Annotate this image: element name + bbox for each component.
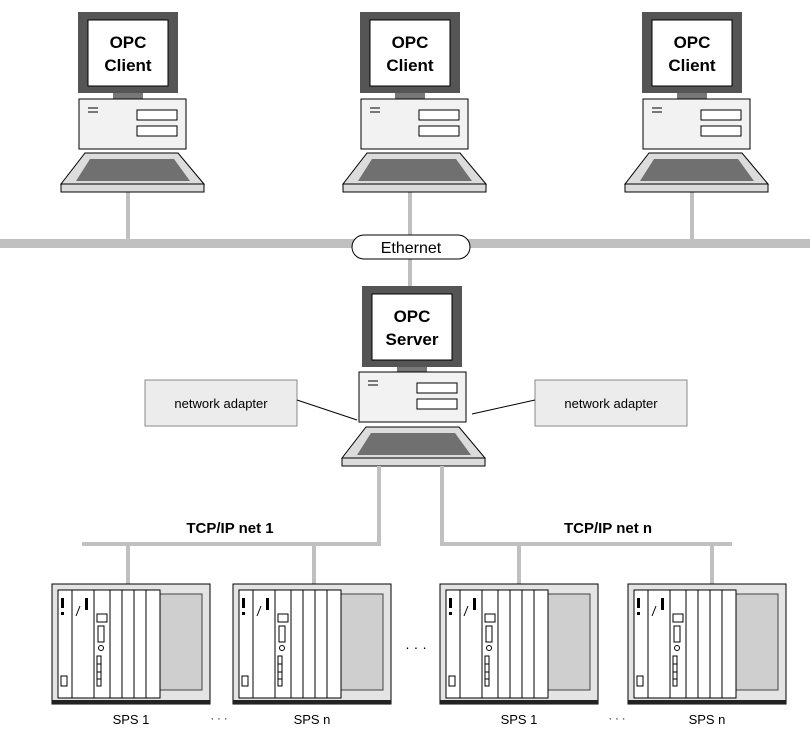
sps-drop-line — [312, 546, 316, 584]
keyboard-base — [341, 457, 486, 467]
pc-case — [358, 371, 467, 423]
ethernet-label: Ethernet — [381, 240, 442, 257]
keyboard-keys — [358, 159, 472, 181]
opc-client-1: OPC Client — [59, 12, 206, 193]
client-label-line2: Client — [104, 56, 152, 75]
opc-client-2: OPC Client — [341, 12, 488, 193]
drive-bay — [416, 398, 458, 410]
pc-case — [642, 98, 751, 150]
keyboard-keys — [76, 159, 190, 181]
pc-case — [360, 98, 469, 150]
client-3-drop-line — [690, 192, 694, 240]
drive-bay — [418, 109, 460, 121]
sps-drop-line — [710, 546, 714, 584]
server-to-netn-line — [440, 466, 444, 546]
tcpip-net-n-bus — [440, 542, 732, 546]
sps-drop-line — [517, 546, 521, 584]
monitor-stand — [677, 93, 707, 99]
ellipsis: · · · — [608, 713, 625, 725]
ellipsis: · · · — [405, 639, 427, 655]
server-label-line1: OPC — [394, 307, 431, 326]
tcpip-net-n-label: TCP/IP net n — [564, 520, 652, 537]
adapter-label: network adapter — [564, 396, 658, 411]
keyboard-keys — [357, 433, 471, 455]
client-1-drop-line — [126, 192, 130, 240]
opc-client-3: OPC Client — [623, 12, 770, 193]
drive-bay — [418, 125, 460, 137]
adapter-connector-left — [296, 399, 358, 421]
sps-label: SPS 1 — [501, 712, 538, 727]
monitor-screen — [369, 19, 451, 87]
sps-rack-4 — [627, 583, 787, 705]
drive-bay — [136, 109, 178, 121]
keyboard-keys — [640, 159, 754, 181]
client-label-line1: OPC — [392, 33, 429, 52]
sps-drop-line — [126, 546, 130, 584]
network-adapter-left: network adapter — [144, 379, 298, 427]
network-adapter-right: network adapter — [534, 379, 688, 427]
monitor-screen — [371, 293, 453, 361]
adapter-connector-right — [471, 399, 536, 415]
pc-case — [78, 98, 187, 150]
keyboard-base — [60, 183, 205, 193]
monitor-screen — [87, 19, 169, 87]
adapter-label: network adapter — [174, 396, 268, 411]
drive-bay — [136, 125, 178, 137]
sps-label: SPS 1 — [113, 712, 150, 727]
tcpip-net-1-bus — [82, 542, 381, 546]
server-drop-line — [408, 248, 412, 286]
drive-bay — [416, 382, 458, 394]
ellipsis: · · · — [210, 713, 227, 725]
client-label-line1: OPC — [674, 33, 711, 52]
monitor-screen — [651, 19, 733, 87]
client-label-line2: Client — [668, 56, 716, 75]
sps-rack-2 — [232, 583, 392, 705]
client-label-line1: OPC — [110, 33, 147, 52]
keyboard-base — [342, 183, 487, 193]
sps-rack-3 — [439, 583, 599, 705]
server-label-line2: Server — [386, 330, 439, 349]
sps-label: SPS n — [294, 712, 331, 727]
client-2-drop-line — [408, 192, 412, 240]
monitor-stand — [395, 93, 425, 99]
monitor-stand — [113, 93, 143, 99]
client-label-line2: Client — [386, 56, 434, 75]
tcpip-net-1-label: TCP/IP net 1 — [186, 520, 273, 537]
sps-label: SPS n — [689, 712, 726, 727]
drive-bay — [700, 109, 742, 121]
ethernet-label-box: Ethernet — [351, 234, 471, 260]
sps-rack-1 — [51, 583, 211, 705]
server-to-net1-line — [377, 466, 381, 546]
keyboard-base — [624, 183, 769, 193]
opc-server: OPC Server — [340, 286, 487, 467]
monitor-stand — [397, 367, 427, 373]
drive-bay — [700, 125, 742, 137]
